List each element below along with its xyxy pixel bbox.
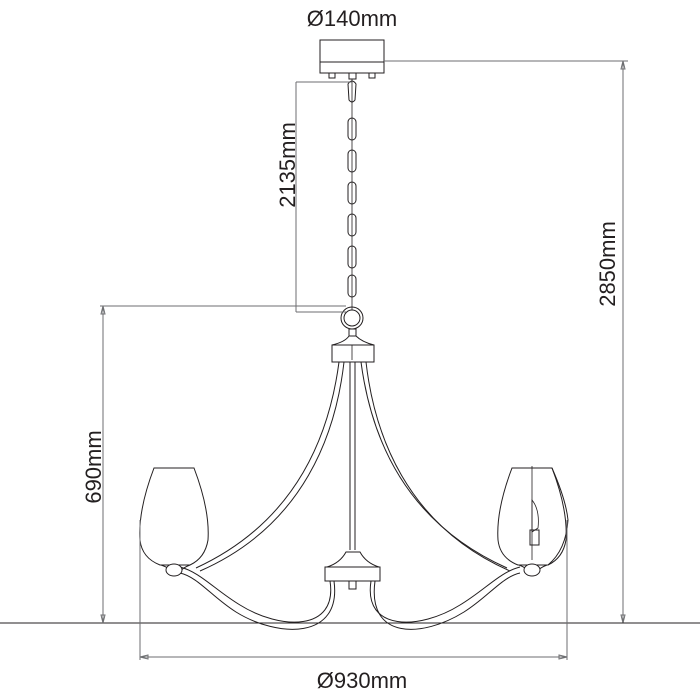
lower-hub <box>324 551 381 590</box>
canopy-diameter-label: Ø140mm <box>307 6 397 31</box>
chain-length-label: 2135mm <box>275 122 300 208</box>
upper-hub <box>331 328 375 363</box>
total-height-label: 2850mm <box>595 221 620 307</box>
ceiling-canopy <box>319 39 385 80</box>
suspension-chain <box>340 79 364 330</box>
total-height-dimension: 2850mm <box>384 60 628 624</box>
right-lamp-shade <box>497 466 569 577</box>
left-lamp-shade <box>139 467 209 577</box>
canopy-diameter-dimension: Ø140mm <box>307 6 397 31</box>
lower-arms <box>179 566 521 630</box>
upper-arms <box>195 361 511 572</box>
body-height-dimension: 690mm <box>0 305 700 624</box>
central-stem <box>349 362 356 550</box>
overall-diameter-dimension: Ø930mm <box>139 520 568 693</box>
body-height-label: 690mm <box>81 430 106 503</box>
chain-length-dimension: 2135mm <box>275 81 352 313</box>
overall-diameter-label: Ø930mm <box>317 668 407 693</box>
